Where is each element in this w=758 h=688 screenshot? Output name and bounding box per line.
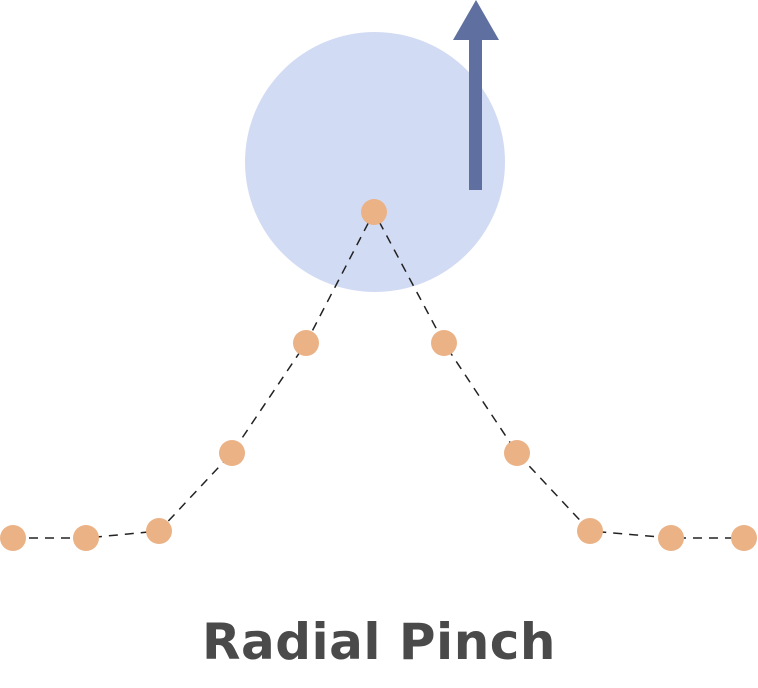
curve-point <box>0 525 26 551</box>
up-arrow-icon <box>453 0 499 40</box>
curve-point-center <box>361 199 387 225</box>
curve-point <box>658 525 684 551</box>
curve-point <box>504 440 530 466</box>
brush-circle <box>245 32 505 292</box>
curve-point <box>431 330 457 356</box>
curve-point <box>293 330 319 356</box>
curve-point <box>731 525 757 551</box>
curve-point <box>146 518 172 544</box>
curve-point <box>73 525 99 551</box>
curve-points <box>0 199 757 551</box>
curve-point <box>577 518 603 544</box>
curve-point <box>219 440 245 466</box>
up-arrow-shaft <box>469 38 482 190</box>
diagram-caption: Radial Pinch <box>201 613 557 671</box>
